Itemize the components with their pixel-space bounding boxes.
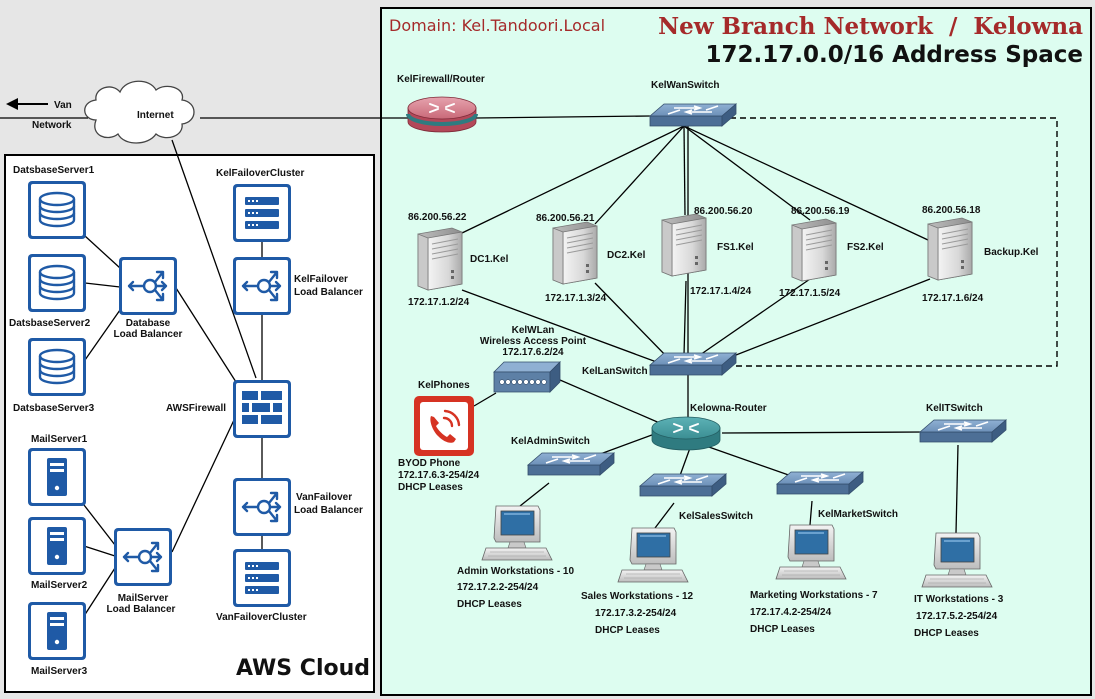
mail-server-3-label: MailServer3 — [31, 666, 88, 677]
database-server-3-label: DatsbaseServer3 — [13, 403, 95, 414]
fs2-name: FS2.Kel — [847, 242, 884, 253]
page-title: New Branch Network / Kelowna — [658, 13, 1083, 40]
admin-switch-label: KelAdminSwitch — [511, 436, 590, 447]
backup-ip: 172.17.1.6/24 — [922, 293, 984, 304]
fs2-ext-ip: 86.200.56.19 — [791, 206, 850, 217]
arrow-left-icon — [6, 98, 48, 110]
market-ws-label-2: 172.17.4.2-254/24 — [750, 607, 832, 618]
phones-label: KelPhones — [418, 380, 470, 391]
server-dc2-icon[interactable] — [552, 221, 598, 285]
server-dc1-icon[interactable] — [417, 227, 463, 291]
phone-icon[interactable] — [414, 396, 474, 456]
dc2-name: DC2.Kel — [607, 250, 646, 261]
sales-ws-label-1: Sales Workstations - 12 — [581, 591, 694, 602]
database-server-3-icon[interactable] — [28, 338, 86, 396]
dc1-name: DC1.Kel — [470, 254, 509, 265]
server-backup-icon[interactable] — [927, 217, 973, 281]
fs1-ext-ip: 86.200.56.20 — [694, 206, 753, 217]
sales-ws-label-3: DHCP Leases — [595, 625, 660, 636]
mail-server-1-icon[interactable] — [28, 448, 86, 506]
market-ws-label-3: DHCP Leases — [750, 624, 815, 635]
wan-switch-icon[interactable] — [649, 103, 737, 127]
admin-ws-label-3: DHCP Leases — [457, 599, 522, 610]
server-fs1-icon[interactable] — [661, 213, 707, 277]
database-server-1-icon[interactable] — [28, 181, 86, 239]
kel-failover-cluster-icon[interactable] — [233, 184, 291, 242]
wan-switch-label: KelWanSwitch — [651, 80, 720, 91]
redundant-dashed-link — [720, 117, 1058, 367]
it-switch-label: KelITSwitch — [926, 403, 983, 414]
wlan-label-3: 172.17.6.2/24 — [502, 347, 564, 358]
database-server-2-icon[interactable] — [28, 254, 86, 312]
backup-name: Backup.Kel — [984, 247, 1039, 258]
aws-firewall-icon[interactable] — [233, 380, 291, 438]
kel-failover-load-balancer-icon[interactable] — [233, 257, 291, 315]
mail-server-2-label: MailServer2 — [31, 580, 88, 591]
van-failover-load-balancer-icon[interactable] — [233, 478, 291, 536]
database-lb-label-2: Load Balancer — [113, 329, 183, 340]
sales-switch-label: KelSalesSwitch — [679, 511, 753, 522]
dc2-ext-ip: 86.200.56.21 — [536, 213, 595, 224]
sales-switch-icon[interactable] — [639, 473, 727, 497]
sales-ws-label-2: 172.17.3.2-254/24 — [595, 608, 677, 619]
wlan-label-1: KelWLan — [511, 325, 555, 336]
fs2-ip: 172.17.1.5/24 — [779, 288, 841, 299]
van-failover-lb-label-2: Load Balancer — [294, 505, 363, 516]
kel-failover-cluster-label: KelFailoverCluster — [216, 168, 305, 179]
mail-load-balancer-icon[interactable] — [114, 528, 172, 586]
it-ws-label-1: IT Workstations - 3 — [914, 594, 1004, 605]
dc1-ext-ip: 86.200.56.22 — [408, 212, 467, 223]
van-label: Van — [54, 100, 72, 111]
kelowna-router-icon[interactable] — [651, 416, 721, 451]
byod-label-2: 172.17.6.3-254/24 — [398, 470, 480, 481]
aws-firewall-label: AWSFirewall — [166, 403, 227, 414]
database-lb-label-1: Database — [125, 318, 171, 329]
it-ws-label-2: 172.17.5.2-254/24 — [916, 611, 998, 622]
connection-lines — [0, 115, 959, 617]
byod-label-3: DHCP Leases — [398, 482, 463, 493]
database-load-balancer-icon[interactable] — [119, 257, 177, 315]
lan-switch-label: KelLanSwitch — [582, 366, 648, 377]
admin-ws-label-1: Admin Workstations - 10 — [457, 566, 575, 577]
page-subtitle: 172.17.0.0/16 Address Space — [705, 42, 1084, 68]
cloud-icon — [84, 80, 195, 144]
mail-server-2-icon[interactable] — [28, 517, 86, 575]
mail-server-1-label: MailServer1 — [31, 434, 88, 445]
internet-label: Internet — [137, 110, 174, 121]
mail-lb-label-2: Load Balancer — [106, 604, 176, 615]
firewall-router-icon[interactable] — [406, 95, 478, 134]
byod-label-1: BYOD Phone — [398, 458, 461, 469]
van-failover-cluster-label: VanFailoverCluster — [216, 612, 307, 623]
market-switch-label: KelMarketSwitch — [818, 509, 899, 520]
wireless-access-point-icon[interactable] — [493, 361, 561, 393]
firewall-router-label: KelFirewall/Router — [397, 74, 485, 85]
fs1-name: FS1.Kel — [717, 242, 754, 253]
database-server-1-label: DatsbaseServer1 — [13, 165, 95, 176]
kel-failover-lb-label-1: KelFailover — [294, 274, 348, 285]
fs1-ip: 172.17.1.4/24 — [690, 286, 752, 297]
admin-switch-icon[interactable] — [527, 452, 615, 476]
wlan-label-2: Wireless Access Point — [479, 336, 587, 347]
lan-switch-icon[interactable] — [649, 352, 737, 376]
market-ws-label-1: Marketing Workstations - 7 — [750, 590, 878, 601]
admin-ws-label-2: 172.17.2.2-254/24 — [457, 582, 539, 593]
dc2-ip: 172.17.1.3/24 — [545, 293, 607, 304]
backup-ext-ip: 86.200.56.18 — [922, 205, 981, 216]
server-fs2-icon[interactable] — [791, 218, 837, 282]
market-switch-icon[interactable] — [776, 471, 864, 495]
van-failover-cluster-icon[interactable] — [233, 549, 291, 607]
dc1-ip: 172.17.1.2/24 — [408, 297, 470, 308]
mail-server-3-icon[interactable] — [28, 602, 86, 660]
it-switch-icon[interactable] — [919, 419, 1007, 443]
kel-failover-lb-label-2: Load Balancer — [294, 287, 363, 298]
network-label: Network — [32, 120, 72, 131]
mail-lb-label-1: MailServer — [117, 593, 169, 604]
van-failover-lb-label-1: VanFailover — [296, 492, 353, 503]
domain-label: Domain: Kel.Tandoori.Local — [389, 16, 606, 35]
router-label: Kelowna-Router — [690, 403, 767, 414]
database-server-2-label: DatsbaseServer2 — [9, 318, 91, 329]
it-ws-label-3: DHCP Leases — [914, 628, 979, 639]
aws-cloud-label: AWS Cloud — [236, 656, 371, 681]
